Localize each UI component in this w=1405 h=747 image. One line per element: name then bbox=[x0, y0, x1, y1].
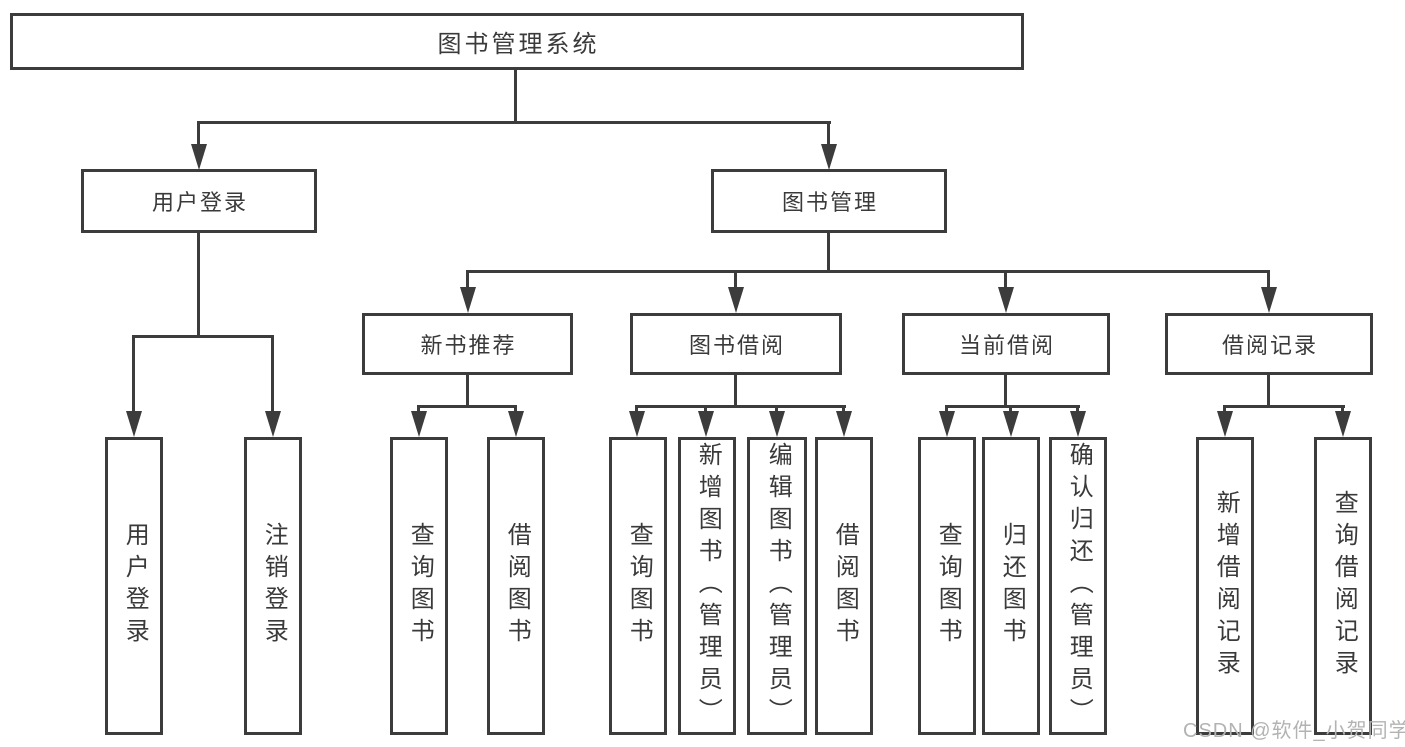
connector-line bbox=[197, 121, 831, 124]
arrow-down-icon bbox=[1217, 411, 1233, 437]
node-new-book-recommend: 新书推荐 bbox=[362, 313, 573, 375]
leaf-user-login: 用户登录 bbox=[105, 437, 163, 735]
node-user-login: 用户登录 bbox=[81, 169, 317, 233]
leaf-query-books-current: 查询图书 bbox=[918, 437, 976, 735]
arrow-down-icon bbox=[460, 287, 476, 313]
arrow-down-icon bbox=[411, 411, 427, 437]
connector-line bbox=[271, 335, 274, 411]
connector-line bbox=[1004, 270, 1007, 287]
leaf-query-borrow-record: 查询借阅记录 bbox=[1314, 437, 1372, 735]
arrow-down-icon bbox=[1261, 287, 1277, 313]
arrow-down-icon bbox=[629, 411, 645, 437]
node-book-management: 图书管理 bbox=[711, 169, 947, 233]
connector-line bbox=[775, 405, 778, 413]
leaf-query-books-recommend: 查询图书 bbox=[390, 437, 448, 735]
leaf-logout: 注销登录 bbox=[244, 437, 302, 735]
connector-line bbox=[704, 405, 707, 413]
arrow-down-icon bbox=[698, 411, 714, 437]
arrow-down-icon bbox=[508, 411, 524, 437]
leaf-add-borrow-record: 新增借阅记录 bbox=[1196, 437, 1254, 735]
leaf-query-books-borrowing: 查询图书 bbox=[609, 437, 667, 735]
node-book-borrowing: 图书借阅 bbox=[630, 313, 842, 375]
connector-line bbox=[1223, 405, 1345, 408]
leaf-confirm-return-admin: 确认归还（管理员） bbox=[1049, 437, 1107, 735]
node-library-management-system: 图书管理系统 bbox=[10, 13, 1024, 70]
node-current-borrowing: 当前借阅 bbox=[902, 313, 1110, 375]
connector-line bbox=[197, 233, 200, 335]
arrow-down-icon bbox=[728, 287, 744, 313]
arrow-down-icon bbox=[1335, 411, 1351, 437]
connector-line bbox=[1267, 270, 1270, 287]
connector-line bbox=[466, 375, 469, 405]
arrow-down-icon bbox=[126, 411, 142, 437]
arrow-down-icon bbox=[1070, 411, 1086, 437]
connector-line bbox=[1223, 405, 1226, 413]
arrow-down-icon bbox=[769, 411, 785, 437]
leaf-add-book-admin: 新增图书（管理员） bbox=[678, 437, 736, 735]
arrow-down-icon bbox=[1003, 411, 1019, 437]
connector-line bbox=[734, 375, 737, 405]
arrow-down-icon bbox=[821, 144, 837, 170]
connector-line bbox=[635, 405, 638, 413]
watermark: CSDN @软件_小贺同学 bbox=[1183, 720, 1405, 742]
leaf-borrow-books-borrowing: 借阅图书 bbox=[815, 437, 873, 735]
arrow-down-icon bbox=[939, 411, 955, 437]
connector-line bbox=[827, 233, 830, 270]
arrow-down-icon bbox=[998, 287, 1014, 313]
connector-line bbox=[635, 405, 846, 408]
connector-line bbox=[842, 405, 845, 413]
arrow-down-icon bbox=[265, 411, 281, 437]
connector-line bbox=[1009, 405, 1012, 413]
connector-line bbox=[945, 405, 1080, 408]
connector-line bbox=[132, 335, 274, 338]
connector-line bbox=[514, 405, 517, 413]
connector-line bbox=[1076, 405, 1079, 413]
connector-line bbox=[417, 405, 420, 413]
connector-line bbox=[1004, 375, 1007, 405]
node-borrowing-records: 借阅记录 bbox=[1165, 313, 1373, 375]
connector-line bbox=[1267, 375, 1270, 405]
connector-line bbox=[132, 335, 135, 411]
leaf-return-book: 归还图书 bbox=[982, 437, 1040, 735]
connector-line bbox=[466, 270, 469, 287]
connector-line bbox=[734, 270, 737, 287]
connector-line bbox=[827, 121, 830, 144]
leaf-edit-book-admin: 编辑图书（管理员） bbox=[747, 437, 807, 735]
connector-line bbox=[514, 70, 517, 121]
connector-line bbox=[417, 405, 517, 408]
arrow-down-icon bbox=[836, 411, 852, 437]
connector-line bbox=[466, 270, 1270, 273]
leaf-borrow-books-recommend: 借阅图书 bbox=[487, 437, 545, 735]
connector-line bbox=[945, 405, 948, 413]
connector-line bbox=[197, 121, 200, 144]
connector-line bbox=[1341, 405, 1344, 413]
arrow-down-icon bbox=[191, 144, 207, 170]
